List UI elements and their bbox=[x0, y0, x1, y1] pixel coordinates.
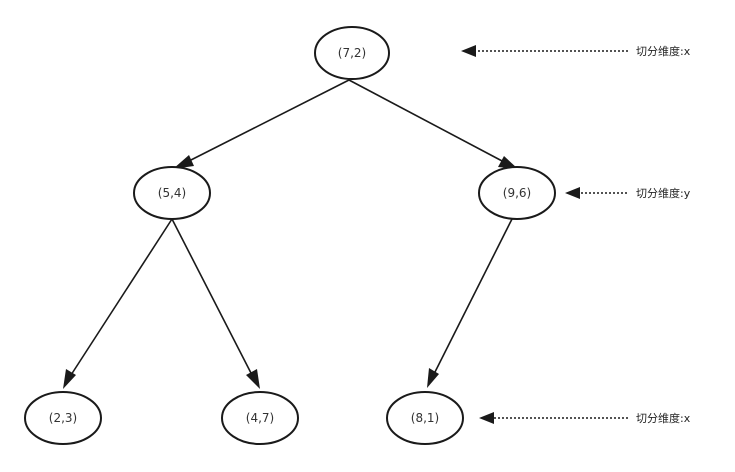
node-label: (9,6) bbox=[503, 186, 531, 200]
arrowhead-9-6 bbox=[498, 156, 518, 169]
dashed-arrowhead bbox=[479, 412, 494, 424]
arrowhead-8-1 bbox=[427, 368, 439, 388]
tree-node-5-4: (5,4) bbox=[133, 166, 211, 220]
split-annotation-level-0: 切分维度:x bbox=[461, 44, 691, 58]
tree-node-2-3: (2,3) bbox=[24, 391, 102, 445]
dashed-arrowhead bbox=[565, 187, 580, 199]
node-label: (2,3) bbox=[49, 411, 77, 425]
node-label: (8,1) bbox=[411, 411, 439, 425]
node-label: (7,2) bbox=[338, 46, 366, 60]
split-dimension-label: 切分维度:y bbox=[636, 186, 691, 200]
edge-5-4-to-4-7 bbox=[171, 218, 253, 376]
edge-7-2-to-9-6 bbox=[348, 79, 505, 163]
split-dimension-label: 切分维度:x bbox=[636, 411, 691, 425]
split-annotation-level-1: 切分维度:y bbox=[565, 186, 691, 200]
arrowhead-2-3 bbox=[63, 369, 76, 389]
tree-node-4-7: (4,7) bbox=[221, 391, 299, 445]
tree-node-9-6: (9,6) bbox=[478, 166, 556, 220]
tree-node-8-1: (8,1) bbox=[386, 391, 464, 445]
arrowhead-4-7 bbox=[246, 369, 260, 389]
node-label: (5,4) bbox=[158, 186, 186, 200]
edge-9-6-to-8-1 bbox=[433, 218, 513, 375]
arrowhead-5-4 bbox=[173, 155, 194, 169]
node-label: (4,7) bbox=[246, 411, 274, 425]
dashed-arrowhead bbox=[461, 45, 476, 57]
split-annotation-level-2: 切分维度:x bbox=[479, 411, 691, 425]
tree-edges bbox=[63, 79, 518, 389]
edge-5-4-to-2-3 bbox=[70, 218, 173, 376]
split-dimension-label: 切分维度:x bbox=[636, 44, 691, 58]
tree-node-7-2: (7,2) bbox=[314, 26, 390, 80]
edge-7-2-to-5-4 bbox=[186, 79, 350, 163]
